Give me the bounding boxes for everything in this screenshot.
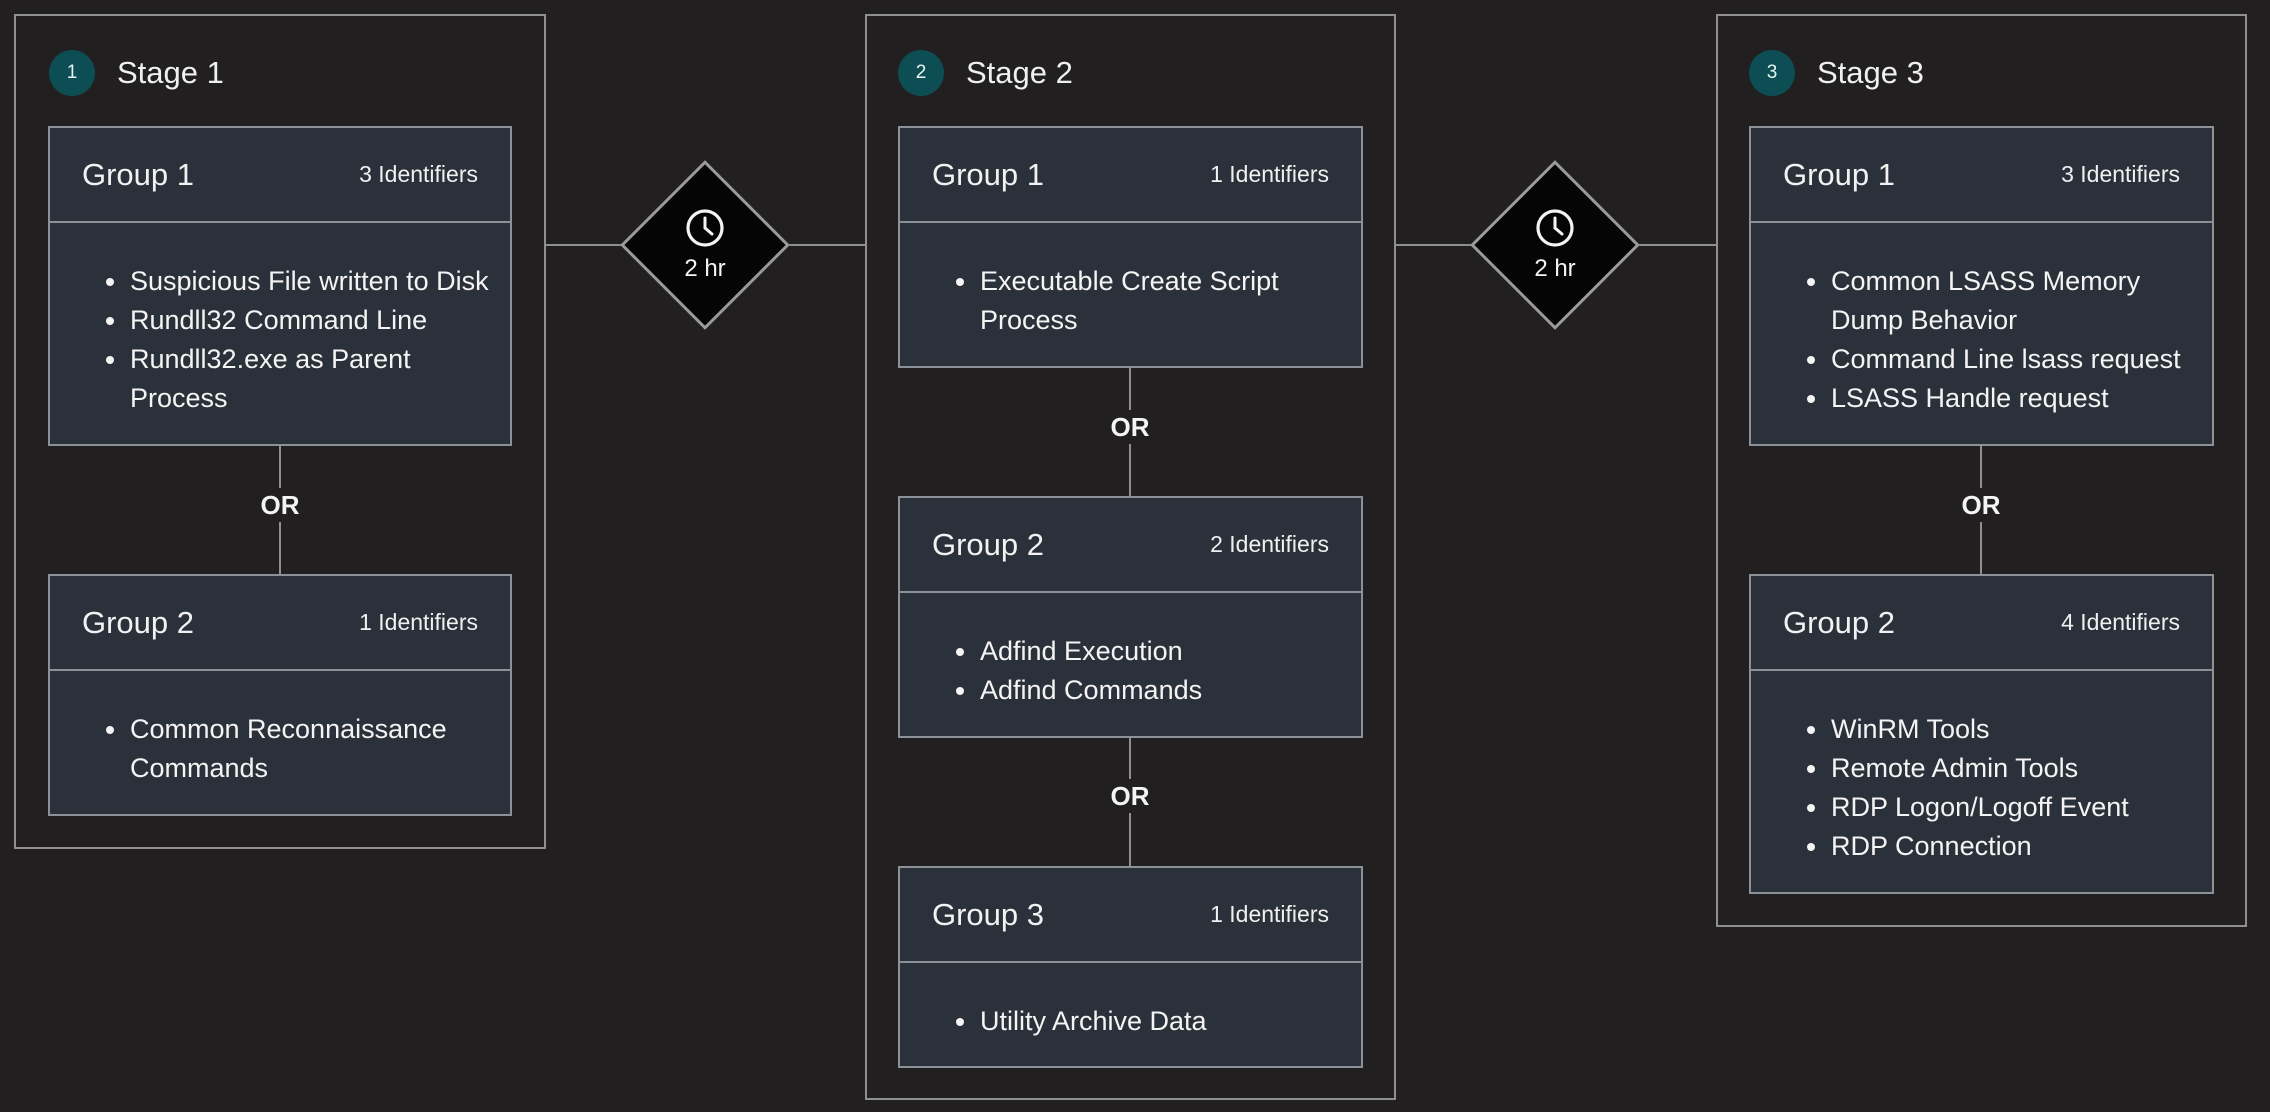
identifier-item: Rundll32.exe as Parent Process	[106, 340, 430, 418]
identifier-list: Adfind Execution Adfind Commands	[900, 632, 1361, 710]
stage-1-group-1-card[interactable]: Group 1 3 Identifiers Suspicious File wr…	[48, 126, 512, 446]
identifier-item: Suspicious File written to Disk	[106, 262, 506, 301]
group-title: Group 1	[932, 156, 1045, 192]
diamond-content: 2 hr	[1469, 159, 1641, 331]
identifier-list: Common LSASS Memory Dump Behavior Comman…	[1751, 262, 2212, 418]
diamond-content: 2 hr	[619, 159, 791, 331]
stage-2-group-3-card[interactable]: Group 3 1 Identifiers Utility Archive Da…	[898, 866, 1363, 1068]
group-title: Group 2	[1783, 604, 1896, 640]
stage-1-header: 1 Stage 1	[49, 49, 224, 96]
group-title: Group 1	[1783, 156, 1896, 192]
identifier-item: Remote Admin Tools	[1807, 749, 2212, 788]
identifier-item: RDP Logon/Logoff Event	[1807, 788, 2212, 827]
identifier-item: Common Reconnaissance Commands	[106, 710, 490, 788]
group-header: Group 1 3 Identifiers	[50, 128, 510, 223]
stage-2-group-1-card[interactable]: Group 1 1 Identifiers Executable Create …	[898, 126, 1363, 368]
identifier-count: 1 Identifiers	[359, 609, 478, 635]
group-title: Group 2	[932, 526, 1045, 562]
stage-3-header: 3 Stage 3	[1749, 49, 1924, 96]
stage-1-title: Stage 1	[117, 54, 224, 90]
stage-2-header: 2 Stage 2	[898, 49, 1073, 96]
or-connector-label: OR	[1090, 410, 1170, 444]
identifier-item: Utility Archive Data	[956, 1002, 1361, 1041]
group-title: Group 2	[82, 604, 195, 640]
timer-diamond-1: 2 hr	[619, 159, 791, 331]
group-header: Group 1 3 Identifiers	[1751, 128, 2212, 223]
identifier-list: Suspicious File written to Disk Rundll32…	[50, 262, 510, 418]
stage-3-group-2-card[interactable]: Group 2 4 Identifiers WinRM Tools Remote…	[1749, 574, 2214, 894]
stage-2-group-2-card[interactable]: Group 2 2 Identifiers Adfind Execution A…	[898, 496, 1363, 738]
clock-icon	[1534, 207, 1576, 249]
group-header: Group 2 2 Identifiers	[900, 498, 1361, 593]
identifier-item: Adfind Execution	[956, 632, 1361, 671]
stage-3-group-1-card[interactable]: Group 1 3 Identifiers Common LSASS Memor…	[1749, 126, 2214, 446]
identifier-item: Common LSASS Memory Dump Behavior	[1807, 262, 2171, 340]
group-body: Adfind Execution Adfind Commands	[900, 593, 1361, 710]
group-header: Group 2 4 Identifiers	[1751, 576, 2212, 671]
group-body: Executable Create Script Process	[900, 223, 1361, 340]
group-header: Group 3 1 Identifiers	[900, 868, 1361, 963]
identifier-list: WinRM Tools Remote Admin Tools RDP Logon…	[1751, 710, 2212, 866]
group-header: Group 2 1 Identifiers	[50, 576, 510, 671]
timer-label: 2 hr	[684, 255, 726, 282]
group-body: Suspicious File written to Disk Rundll32…	[50, 223, 510, 418]
identifier-item: WinRM Tools	[1807, 710, 2212, 749]
stage-2-title: Stage 2	[966, 54, 1073, 90]
group-header: Group 1 1 Identifiers	[900, 128, 1361, 223]
identifier-count: 1 Identifiers	[1210, 161, 1329, 187]
stage-2-number-badge: 2	[898, 49, 944, 96]
identifier-count: 1 Identifiers	[1210, 901, 1329, 927]
group-title: Group 3	[932, 896, 1045, 932]
identifier-list: Common Reconnaissance Commands	[50, 710, 510, 788]
identifier-count: 2 Identifiers	[1210, 531, 1329, 557]
stage-1-number-badge: 1	[49, 49, 95, 96]
group-body: Utility Archive Data	[900, 963, 1361, 1041]
identifier-item: Executable Create Script Process	[956, 262, 1320, 340]
timer-diamond-2: 2 hr	[1469, 159, 1641, 331]
clock-icon	[684, 207, 726, 249]
group-body: Common Reconnaissance Commands	[50, 671, 510, 788]
identifier-item: Adfind Commands	[956, 671, 1361, 710]
group-body: WinRM Tools Remote Admin Tools RDP Logon…	[1751, 671, 2212, 866]
identifier-item: Command Line lsass request	[1807, 340, 2212, 379]
identifier-count: 3 Identifiers	[2061, 161, 2180, 187]
group-body: Common LSASS Memory Dump Behavior Comman…	[1751, 223, 2212, 418]
identifier-item: RDP Connection	[1807, 827, 2212, 866]
identifier-count: 4 Identifiers	[2061, 609, 2180, 635]
identifier-count: 3 Identifiers	[359, 161, 478, 187]
stage-1-group-2-card[interactable]: Group 2 1 Identifiers Common Reconnaissa…	[48, 574, 512, 816]
identifier-item: Rundll32 Command Line	[106, 301, 510, 340]
stage-3-title: Stage 3	[1817, 54, 1924, 90]
identifier-list: Utility Archive Data	[900, 1002, 1361, 1041]
group-title: Group 1	[82, 156, 195, 192]
identifier-list: Executable Create Script Process	[900, 262, 1361, 340]
identifier-item: LSASS Handle request	[1807, 379, 2212, 418]
timer-label: 2 hr	[1534, 255, 1576, 282]
or-connector-label: OR	[1941, 488, 2021, 522]
or-connector-label: OR	[240, 488, 320, 522]
or-connector-label: OR	[1090, 779, 1170, 813]
stage-3-number-badge: 3	[1749, 49, 1795, 96]
